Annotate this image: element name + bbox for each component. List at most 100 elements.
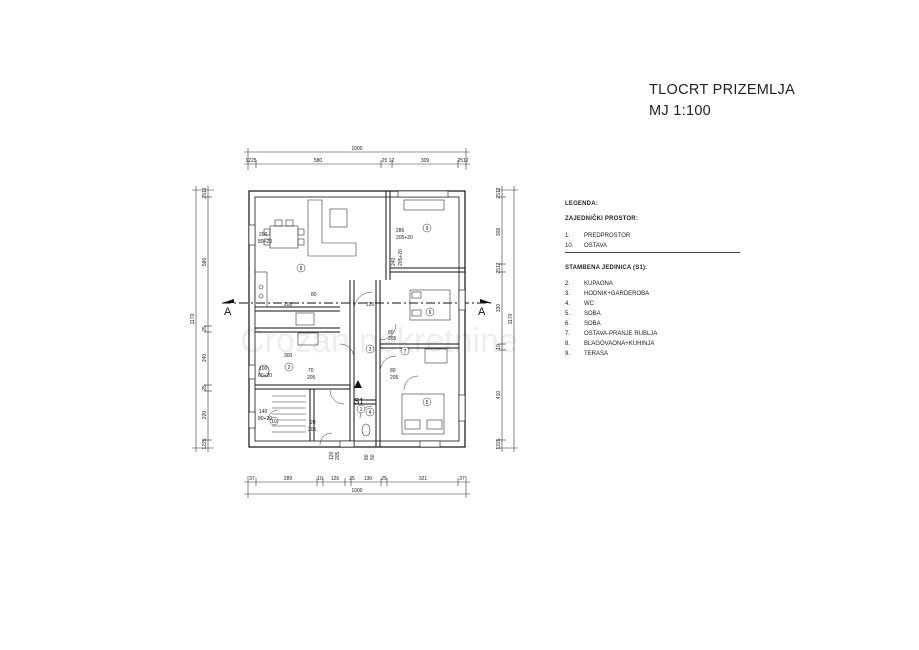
dim-left-seg: 25 [202,385,208,391]
section-arrow-left [222,299,234,303]
title-block: TLOCRT PRIZEMLJA MJ 1:100 [649,80,795,122]
legend-item-num: 2. [565,281,571,287]
dim-top-seg: 580 [314,158,323,164]
legend-item: 4. WC [565,299,740,309]
dim-right-seg: 2512 [496,187,502,198]
legend-item: 1. PREDPROSTOR [565,231,740,241]
room-number: 5 [426,400,429,406]
legend-item-num: 9. [565,351,571,357]
room-number: 7 [404,349,407,355]
entrance-arrow [354,380,362,388]
opening-label: 20 [310,420,316,426]
dim-top-seg: 1225 [245,158,256,164]
legend-item-label: OSTAVA [584,243,608,249]
drawing-title: TLOCRT PRIZEMLJA [649,82,796,98]
section-marker-right: A [478,306,486,318]
dim-left-seg: 1225 [202,438,208,449]
legend-divider [565,252,740,253]
outer-walls [248,190,466,448]
legend-item-label: TERASA [584,351,609,357]
dim-left-seg: 586 [202,258,208,267]
furniture [254,199,451,437]
legend-item-num: 10. [565,243,574,249]
dim-top-seg: 309 [421,158,430,164]
dim-bottom-seg: 289 [284,476,293,482]
legend-item-num: 7. [565,331,571,337]
legend-item-label: PREDPROSTOR [584,233,631,239]
legend-item-num: 4. [565,301,571,307]
opening-label: 120 [366,302,375,308]
interior-walls [255,191,465,447]
doors [267,291,419,446]
dim-left-seg: 2512 [202,187,208,198]
opening-label: 205 [308,427,317,433]
opening-label: 140 [259,409,268,415]
opening-label: 300 [284,353,293,359]
legend-unit-list: 2. KUPAONA 3. HODNIK+GARDEROBA 4. WC 5. … [565,279,740,359]
legend-item-label: WC [584,301,594,307]
legend-heading: LEGENDA: [565,201,598,207]
dim-bottom-seg: 130 [364,476,373,482]
legend-item-label: SOBA [584,321,601,327]
bottom-dimension-chain [244,476,470,498]
legend-unit-heading: STAMBENA JEDINICA (S1): [565,265,648,271]
opening-label: 70 [308,368,314,374]
room-markers [269,223,435,426]
dim-bottom-seg: 25 [381,476,387,482]
room-number: 8 [300,266,303,272]
dim-bottom-total: 1000 [351,488,362,494]
dim-bottom-seg: 126 [331,476,340,482]
legend-item-label: OSTAVA-PRANJE RUBLJA [584,331,658,337]
opening-label: 60+20 [258,373,272,379]
opening-label: 205+20 [396,235,413,241]
opening-label: 200 [259,232,268,238]
dim-right-seg: 309 [496,228,502,237]
dim-bottom-seg: 37 [459,476,465,482]
right-dimension-chain [496,186,518,452]
left-dimension-chain [192,186,214,452]
opening-label: 205 [307,375,316,381]
legend-item: 10. OSTAVA [565,241,740,251]
opening-label: 200 [284,302,293,308]
drawing-scale: MJ 1:100 [649,103,712,119]
dim-top-seg: 25 12 [382,158,395,164]
section-arrow-right [480,299,492,303]
opening-label: 205 [388,336,397,342]
opening-label: 205+20 [398,249,404,266]
legend-item: 6. SOBA [565,319,740,329]
legend-common-list: 1. PREDPROSTOR 10. OSTAVA [565,231,740,253]
dim-bottom-seg: 10 [317,476,323,482]
legend-item-label: SOBA [584,311,601,317]
room-number: 4 [369,410,372,416]
dim-bottom-seg: 37 [249,476,255,482]
windows [248,190,466,448]
room-number: 9 [426,226,429,232]
opening-label: 50 [370,454,376,460]
legend-item: 5. SOBA [565,309,740,319]
legend-item-num: 6. [565,321,571,327]
room-number: 2 [288,365,291,371]
dim-bottom-seg: 25 [349,476,355,482]
section-marker-left: A [224,306,232,318]
legend-item: 9. TERASA [565,349,740,359]
dim-top-seg: 2512 [457,158,468,164]
legend-item-num: 8. [565,341,571,347]
legend-item-num: 5. [565,311,571,317]
opening-label: 120 [329,451,335,460]
opening-label: 286 [396,228,405,234]
opening-label: 205 [390,375,399,381]
room-number: 10 [271,419,277,425]
opening-label: 80+20 [258,239,272,245]
opening-label: 205 [335,451,341,460]
dim-left-seg: 220 [202,411,208,420]
dim-right-seg: 330 [496,304,502,313]
dim-bottom-seg: 321 [419,476,428,482]
unit-marker: S1 [354,397,364,406]
room-number: 1 [360,407,363,413]
dim-left-total: 1170 [190,313,196,324]
opening-label: 80+20 [258,416,272,422]
legend-item: 3. HODNIK+GARDEROBA [565,289,740,299]
dim-right-seg: 1225 [496,438,502,449]
